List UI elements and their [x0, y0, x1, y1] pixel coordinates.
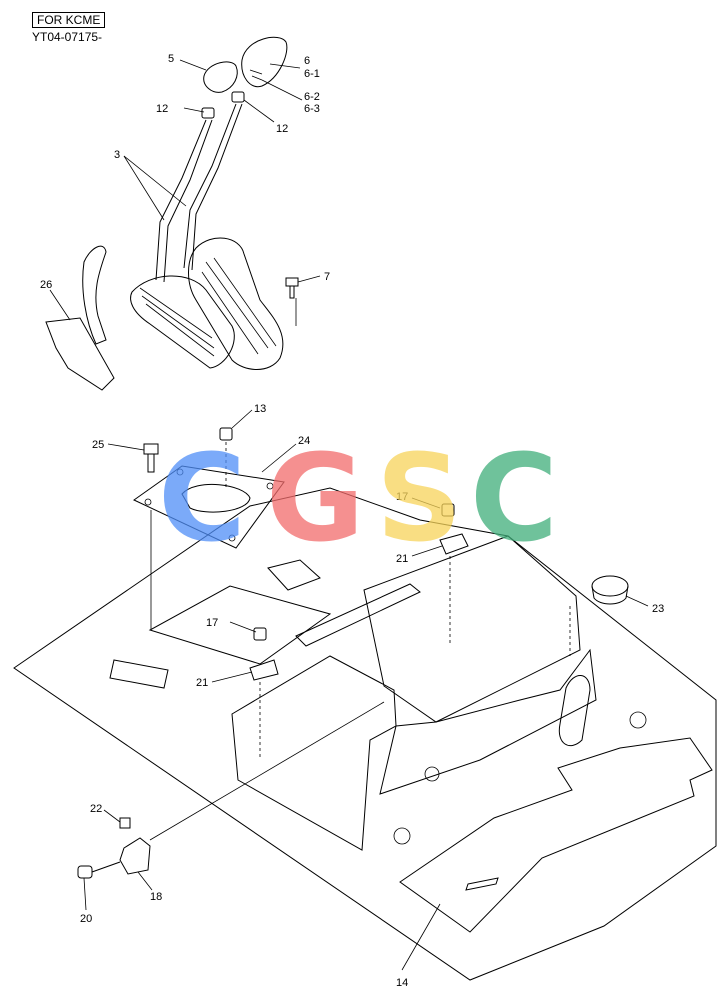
- callout-17-upper: 17: [396, 491, 408, 503]
- pedal-assembly: [45, 36, 299, 391]
- plate-24: [133, 427, 285, 630]
- bracket-26: [45, 317, 115, 391]
- callout-24: 24: [298, 435, 310, 447]
- callout-14: 14: [396, 977, 408, 989]
- callout-5: 5: [168, 53, 174, 65]
- pedal-right: [188, 237, 284, 370]
- callout-20: 20: [80, 913, 92, 925]
- knob-5: [203, 61, 238, 93]
- floor-plate-14: [399, 737, 713, 933]
- bolt-17-upper: [441, 503, 455, 517]
- watermark-letter-2: G: [266, 430, 365, 569]
- floor-frame: [13, 487, 717, 981]
- bolt-17-lower: [253, 627, 267, 641]
- rod-right: [183, 103, 243, 271]
- pedal-left: [130, 275, 235, 369]
- knob-6: [241, 36, 288, 88]
- leader-lines: [49, 59, 649, 971]
- holder-21-lower: [249, 659, 279, 681]
- callout-12-left: 12: [156, 103, 168, 115]
- callout-6-1: 6-1: [304, 68, 320, 80]
- holder-21-upper: [439, 533, 469, 555]
- document-id: YT04-07175-: [32, 30, 103, 44]
- nut-12-right: [231, 91, 245, 103]
- callout-25: 25: [92, 439, 104, 451]
- watermark: C G S C: [158, 430, 558, 569]
- callout-7: 7: [324, 271, 330, 283]
- callout-22: 22: [90, 803, 102, 815]
- callout-13: 13: [254, 403, 266, 415]
- watermark-letter-4: C: [470, 430, 558, 569]
- nut-13: [219, 427, 233, 441]
- watermark-letter-1: C: [158, 430, 246, 569]
- bolt-7: [285, 277, 299, 299]
- callout-21-upper: 21: [396, 553, 408, 565]
- model-tag: FOR KCME: [32, 12, 106, 28]
- callout-3: 3: [114, 149, 120, 161]
- cap-23: [591, 575, 629, 597]
- console: [363, 535, 581, 723]
- bolt-20: [77, 865, 93, 879]
- callout-18: 18: [150, 891, 162, 903]
- cap-22: [119, 817, 131, 829]
- callout-26: 26: [40, 279, 52, 291]
- switch-18: [119, 837, 151, 875]
- callout-6-3: 6-3: [304, 103, 320, 115]
- callout-23: 23: [652, 603, 664, 615]
- bolt-25: [143, 443, 159, 455]
- callout-17-lower: 17: [206, 617, 218, 629]
- floor-opening: [148, 585, 332, 665]
- callout-21-lower: 21: [196, 677, 208, 689]
- callout-labels: 5 6 6-1 6-2 6-3 12 12 3 7 26 13 24 25 17…: [40, 53, 664, 989]
- nut-12-left: [201, 107, 215, 119]
- callout-6-2: 6-2: [304, 91, 320, 103]
- callout-12-right: 12: [276, 123, 288, 135]
- rod-left: [155, 119, 213, 283]
- watermark-letter-3: S: [376, 430, 462, 569]
- callout-6: 6: [304, 55, 310, 67]
